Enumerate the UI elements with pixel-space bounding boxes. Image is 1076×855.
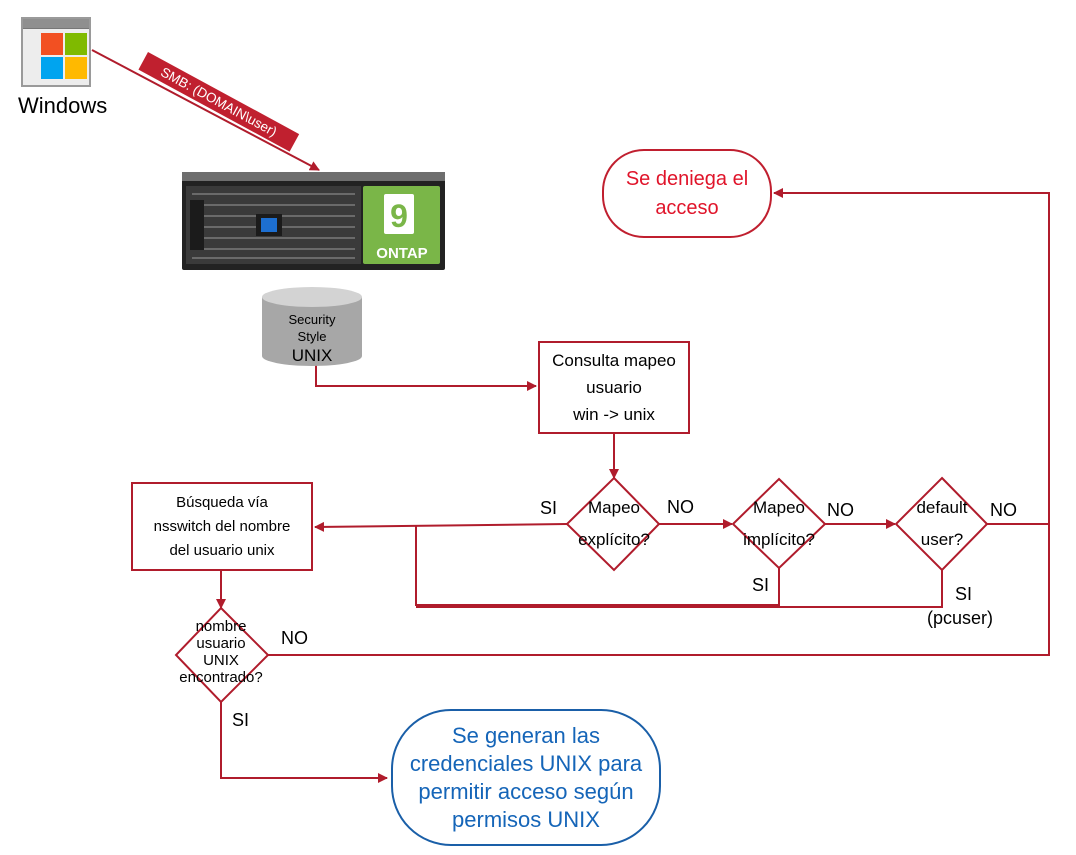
windows-logo-icon	[41, 33, 91, 83]
ontap-label: ONTAP	[376, 245, 427, 262]
mapping-query-line: Consulta mapeo	[552, 351, 676, 370]
unix-found-line: UNIX	[203, 652, 239, 669]
ontap-appliance: 9 ONTAP	[182, 172, 445, 270]
unix-found-line: usuario	[196, 635, 246, 652]
smb-label: SMB: (DOMAIN\user)	[158, 64, 279, 139]
nsswitch-search-process: Búsqueda vía nsswitch del nombre del usu…	[131, 482, 313, 571]
window-titlebar	[23, 19, 89, 29]
default-user-decision-diamond	[894, 476, 989, 572]
nsswitch-search-line: Búsqueda vía	[176, 493, 268, 511]
default-user-decision-line2: user?	[920, 530, 964, 549]
found-no-label: NO	[281, 628, 308, 648]
explicit-decision-diamond	[565, 476, 661, 572]
unix-found-decision-label: nombre usuario UNIX encontrado?	[166, 618, 276, 686]
default-user-decision-line1: default	[916, 498, 968, 517]
ontap-version: 9	[390, 198, 408, 234]
volume-line2: Style	[298, 329, 327, 344]
unix-found-decision-diamond	[174, 606, 270, 704]
nsswitch-search-line: del usuario unix	[169, 541, 275, 559]
explicit-decision-label: Mapeo explícito?	[562, 492, 666, 556]
smb-label-banner: SMB: (DOMAIN\user)	[138, 52, 300, 152]
windows-client-icon	[21, 17, 91, 87]
implicit-decision-line2: implícito?	[743, 530, 815, 549]
explicit-yes-connector	[314, 521, 568, 532]
smb-connector	[91, 49, 320, 171]
nsswitch-search-line: nsswitch del nombre	[153, 517, 291, 535]
access-denied-terminal: Se deniega el acceso	[602, 149, 772, 238]
found-no-connector	[268, 524, 1050, 656]
default-no-label: NO	[990, 500, 1017, 520]
credentials-granted-text: Se generan las credenciales UNIX para pe…	[409, 722, 643, 832]
mapping-query-line: usuario	[586, 378, 642, 397]
explicit-decision-line1: Mapeo	[588, 498, 640, 517]
explicit-yes-label: SI	[540, 498, 558, 518]
credentials-granted-terminal: Se generan las credenciales UNIX para pe…	[391, 709, 661, 846]
implicit-decision-line1: Mapeo	[753, 498, 805, 517]
implicit-decision-label: Mapeo implícito?	[727, 492, 831, 556]
implicit-decision-diamond	[731, 477, 827, 570]
volume-line3: UNIX	[292, 346, 333, 365]
windows-label: Windows	[18, 93, 108, 118]
volume-to-query-connector	[315, 362, 537, 391]
default-yes-label: SI	[955, 584, 973, 604]
default-yes-detail-label: (pcuser)	[927, 608, 994, 628]
volume-line1: Security	[289, 312, 336, 327]
explicit-decision-line2: explícito?	[578, 530, 650, 549]
mapping-query-line: win -> unix	[573, 405, 655, 424]
default-no-connector	[773, 188, 1050, 525]
default-yes-connector	[416, 570, 943, 608]
found-yes-label: SI	[232, 710, 250, 730]
volume-cylinder: Security Style UNIX	[262, 287, 362, 366]
mapping-query-process: Consulta mapeo usuario win -> unix	[538, 341, 690, 434]
implicit-no-label: NO	[827, 500, 854, 520]
implicit-yes-label: SI	[752, 575, 770, 595]
unix-found-line: encontrado?	[179, 669, 263, 686]
found-yes-connector	[220, 700, 388, 783]
default-user-decision-label: default user?	[890, 492, 994, 556]
explicit-no-label: NO	[667, 497, 694, 517]
unix-found-line: nombre	[195, 618, 247, 635]
implicit-yes-connector	[415, 526, 780, 606]
access-denied-text: Se deniega el acceso	[625, 167, 749, 219]
